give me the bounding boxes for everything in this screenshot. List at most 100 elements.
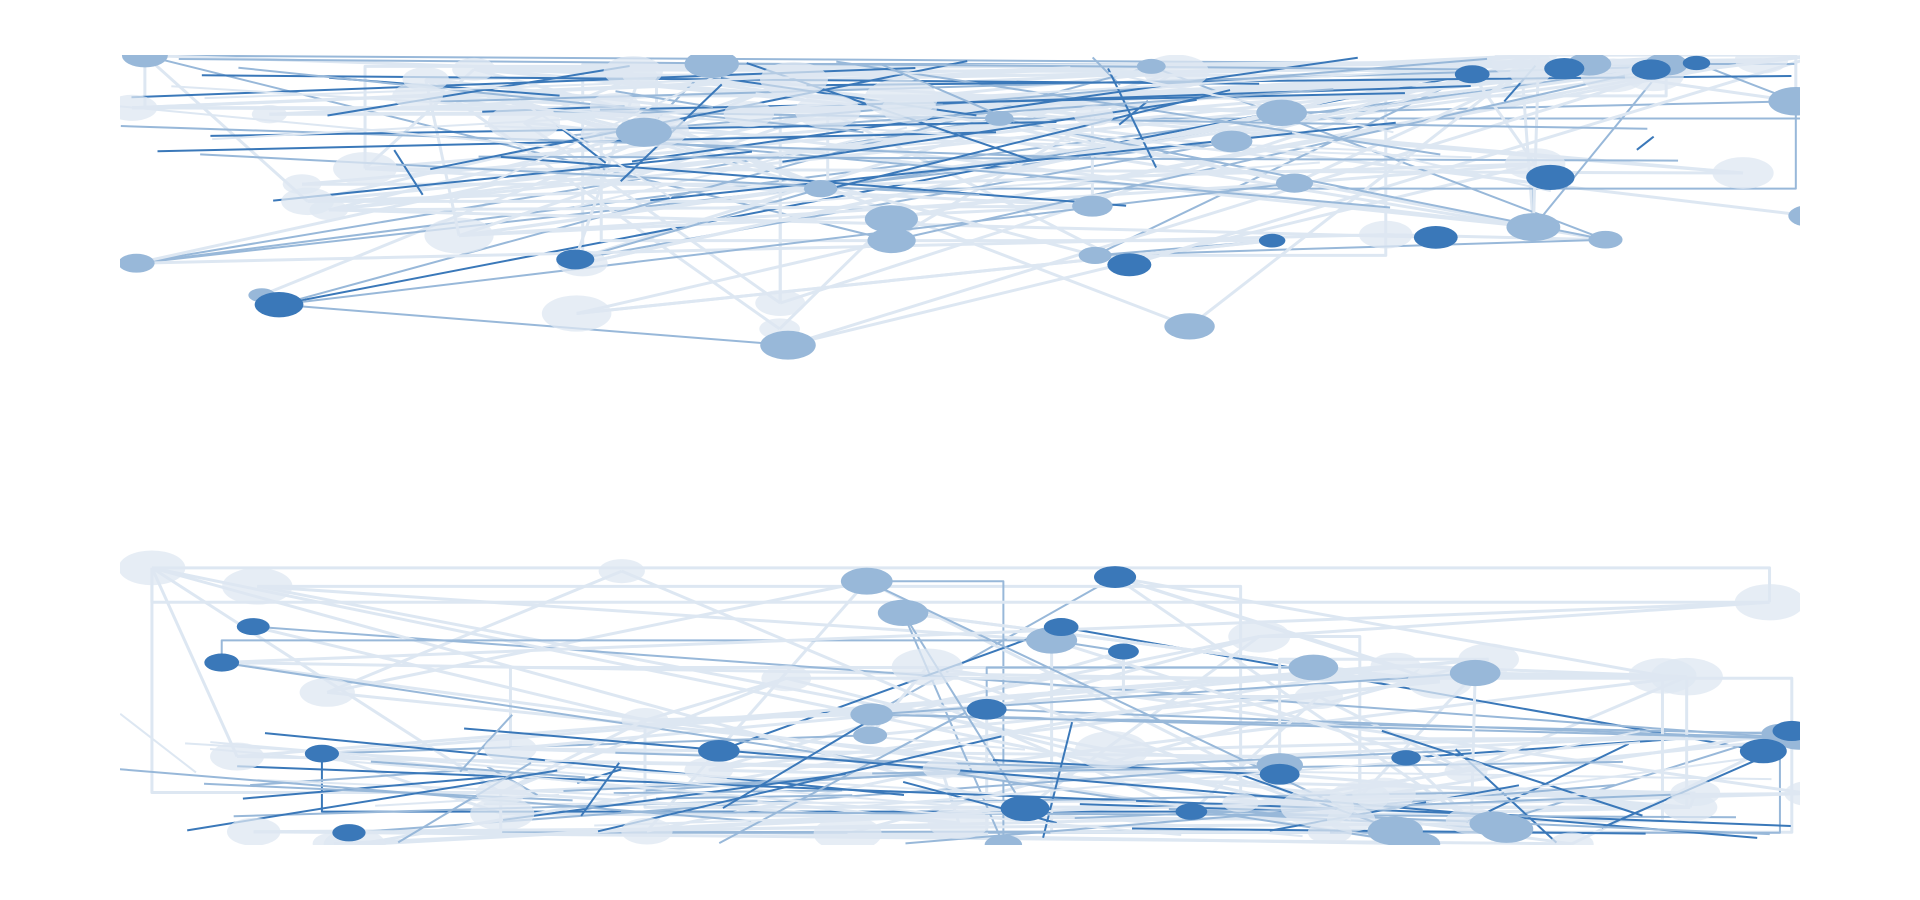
network-link bbox=[120, 105, 574, 151]
network-node bbox=[1073, 105, 1114, 127]
network-node bbox=[794, 94, 861, 129]
network-link bbox=[1381, 729, 1643, 817]
network-node bbox=[1370, 652, 1421, 679]
network-link bbox=[1466, 742, 1630, 824]
network-link bbox=[722, 161, 1320, 209]
network-link bbox=[430, 60, 968, 171]
network-node bbox=[684, 55, 739, 79]
network-link bbox=[594, 791, 1648, 827]
network-node bbox=[760, 61, 828, 98]
network-node bbox=[1509, 63, 1551, 85]
network-node bbox=[1802, 46, 1838, 65]
network-link bbox=[1425, 757, 1750, 803]
network-node bbox=[299, 678, 355, 707]
network-link bbox=[150, 567, 239, 758]
network-node bbox=[589, 92, 641, 120]
network-link bbox=[1278, 657, 1489, 775]
network-node bbox=[304, 744, 339, 763]
network-link bbox=[257, 584, 1052, 642]
network-node bbox=[1275, 173, 1314, 193]
network-node bbox=[1454, 65, 1490, 84]
network-node bbox=[487, 103, 561, 142]
network-node bbox=[1670, 780, 1721, 807]
network-link bbox=[500, 791, 959, 825]
network-link bbox=[825, 89, 1231, 191]
network-link bbox=[242, 774, 506, 800]
network-node bbox=[1078, 246, 1112, 264]
network-node bbox=[120, 550, 186, 586]
network-link bbox=[1291, 131, 1552, 193]
network-node bbox=[621, 708, 669, 733]
connection-lines bbox=[120, 55, 1800, 347]
network-link bbox=[1465, 737, 1799, 773]
network-node bbox=[1413, 225, 1458, 249]
network-node bbox=[723, 100, 774, 128]
network-link bbox=[597, 735, 1002, 833]
network-link bbox=[872, 760, 1623, 775]
network-link bbox=[825, 741, 1641, 811]
network-link bbox=[1095, 238, 1606, 257]
network-node bbox=[1772, 720, 1800, 741]
network-node bbox=[251, 105, 288, 124]
network-node bbox=[1391, 750, 1421, 766]
network-node bbox=[1210, 130, 1253, 153]
network-node bbox=[1359, 220, 1413, 249]
network-link bbox=[370, 760, 585, 779]
network-link bbox=[847, 709, 989, 836]
network-link bbox=[478, 155, 1679, 162]
network-link bbox=[631, 56, 1358, 163]
network-node bbox=[877, 599, 929, 627]
network-link bbox=[253, 625, 1799, 740]
network-node bbox=[580, 122, 622, 145]
network-link bbox=[1532, 63, 1667, 228]
network-node bbox=[254, 292, 304, 318]
network-node bbox=[1526, 164, 1575, 190]
network-link bbox=[1051, 638, 1467, 773]
network-node bbox=[1549, 832, 1594, 845]
network-link bbox=[200, 153, 980, 196]
network-node bbox=[1784, 781, 1800, 806]
network-link bbox=[580, 762, 620, 817]
network-link bbox=[132, 64, 1152, 110]
network-node bbox=[1043, 618, 1079, 637]
network-link bbox=[1042, 721, 1074, 839]
network-link bbox=[905, 784, 1615, 845]
network-node bbox=[236, 618, 270, 636]
network-link bbox=[1259, 600, 1770, 638]
network-link bbox=[615, 90, 714, 109]
network-link bbox=[278, 303, 789, 347]
network-link bbox=[773, 88, 1334, 129]
network-node bbox=[309, 199, 349, 220]
network-link bbox=[327, 65, 630, 117]
network-link bbox=[820, 101, 1797, 190]
network-node bbox=[760, 330, 816, 360]
network-link bbox=[178, 57, 1468, 71]
network-node bbox=[1280, 788, 1355, 827]
network-link bbox=[571, 57, 1488, 137]
network-node bbox=[755, 290, 806, 317]
network-link bbox=[120, 768, 752, 822]
network-node bbox=[120, 94, 158, 121]
network-node bbox=[1506, 213, 1561, 242]
network-node bbox=[804, 179, 838, 198]
network-node bbox=[1108, 643, 1139, 660]
network-node bbox=[210, 742, 265, 771]
network-link bbox=[993, 758, 1291, 777]
network-link bbox=[458, 109, 829, 238]
network-node bbox=[864, 205, 918, 233]
network-node bbox=[121, 55, 168, 68]
network-node bbox=[226, 817, 281, 845]
network-link bbox=[1091, 56, 1121, 86]
network-link bbox=[136, 233, 1386, 265]
network-link bbox=[328, 114, 1095, 212]
network-link bbox=[871, 713, 1799, 740]
network-link bbox=[902, 612, 1026, 809]
connection-lines bbox=[120, 566, 1800, 845]
bottom-network-band bbox=[120, 550, 1800, 845]
network-node bbox=[1288, 654, 1339, 681]
network-node bbox=[475, 779, 526, 806]
network-link bbox=[599, 133, 1273, 243]
network-node bbox=[1259, 763, 1300, 785]
network-node bbox=[621, 817, 673, 845]
network-node bbox=[891, 648, 964, 686]
